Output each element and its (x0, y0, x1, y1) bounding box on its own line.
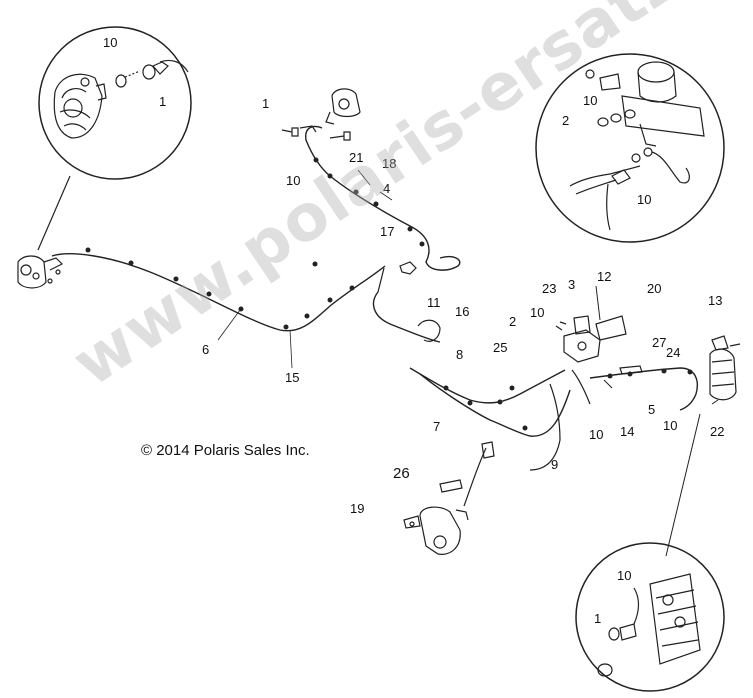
line-10-mid (571, 369, 591, 405)
line-8-clips (443, 385, 528, 431)
leader-6 (217, 309, 241, 341)
brake-line-8 (409, 367, 566, 404)
clip-16 (417, 319, 441, 342)
callout-14: 14 (620, 424, 635, 439)
callout-13: 13 (708, 293, 723, 308)
bolt-1-upper (281, 127, 299, 137)
callout-5: 5 (648, 402, 656, 417)
callout-25: 25 (493, 340, 508, 355)
bracket-12 (595, 315, 627, 341)
inset-leader-left (37, 175, 71, 251)
callout-11: 11 (427, 295, 441, 310)
copyright-notice: © 2014 Polaris Sales Inc. (141, 442, 310, 459)
inset-front-left-caliper (38, 26, 192, 180)
callout-10: 10 (637, 192, 652, 207)
inset-leader-bottom-right (665, 413, 701, 557)
callout-10: 10 (617, 568, 632, 583)
callout-23: 23 (542, 281, 557, 296)
bracket-13 (711, 335, 729, 351)
callout-24: 24 (666, 345, 681, 360)
brake-line-7 (419, 373, 571, 437)
upper-caliper (325, 88, 361, 125)
clip-24 (619, 365, 643, 375)
callout-3: 3 (568, 277, 576, 292)
inset-master-cylinder (535, 53, 725, 243)
line-4-clips (313, 157, 425, 247)
fitting-upper (299, 125, 317, 133)
callout-2: 2 (562, 113, 570, 128)
callout-19: 19 (350, 501, 365, 516)
callout-12: 12 (597, 269, 612, 284)
callout-1: 1 (594, 611, 602, 626)
clip-7 (481, 441, 495, 459)
bracket-26 (439, 479, 463, 493)
callout-1: 1 (159, 94, 167, 109)
callout-21: 21 (349, 150, 364, 165)
callout-10: 10 (583, 93, 598, 108)
bolt-21 (329, 131, 351, 141)
callout-27: 27 (652, 335, 667, 350)
leader-15 (289, 329, 293, 369)
brake-line-6 (51, 253, 386, 332)
front-left-caliper (17, 255, 64, 289)
callout-26: 26 (393, 465, 410, 482)
callout-15: 15 (285, 370, 300, 385)
callout-10: 10 (103, 35, 118, 50)
callout-10: 10 (589, 427, 604, 442)
inset-leader-right (595, 285, 601, 321)
rear-left-caliper (403, 506, 469, 555)
master-cylinder (555, 315, 627, 363)
line-6-clips (85, 247, 355, 330)
callout-22: 22 (710, 424, 725, 439)
bolt-23 (555, 321, 567, 331)
inset-rear-caliper (575, 542, 725, 692)
clip-14 (603, 379, 613, 389)
callout-4: 4 (383, 181, 391, 196)
callout-6: 6 (202, 342, 210, 357)
callout-20: 20 (647, 281, 662, 296)
brake-line-7-lower (463, 447, 487, 507)
callout-10: 10 (286, 173, 301, 188)
callout-1: 1 (262, 96, 270, 111)
callout-10: 10 (530, 305, 545, 320)
callout-17: 17 (380, 224, 395, 239)
callout-9: 9 (551, 457, 559, 472)
callout-18: 18 (382, 156, 397, 171)
brake-line-5 (589, 367, 698, 411)
callout-16: 16 (455, 304, 470, 319)
brake-line-9 (529, 383, 561, 471)
brake-line-16 (372, 291, 441, 343)
brake-line-4 (305, 125, 461, 271)
right-rear-caliper (709, 335, 741, 401)
callout-2: 2 (509, 314, 517, 329)
clip-17 (399, 261, 417, 275)
callout-10: 10 (663, 418, 678, 433)
callout-8: 8 (456, 347, 464, 362)
callout-7: 7 (433, 419, 441, 434)
